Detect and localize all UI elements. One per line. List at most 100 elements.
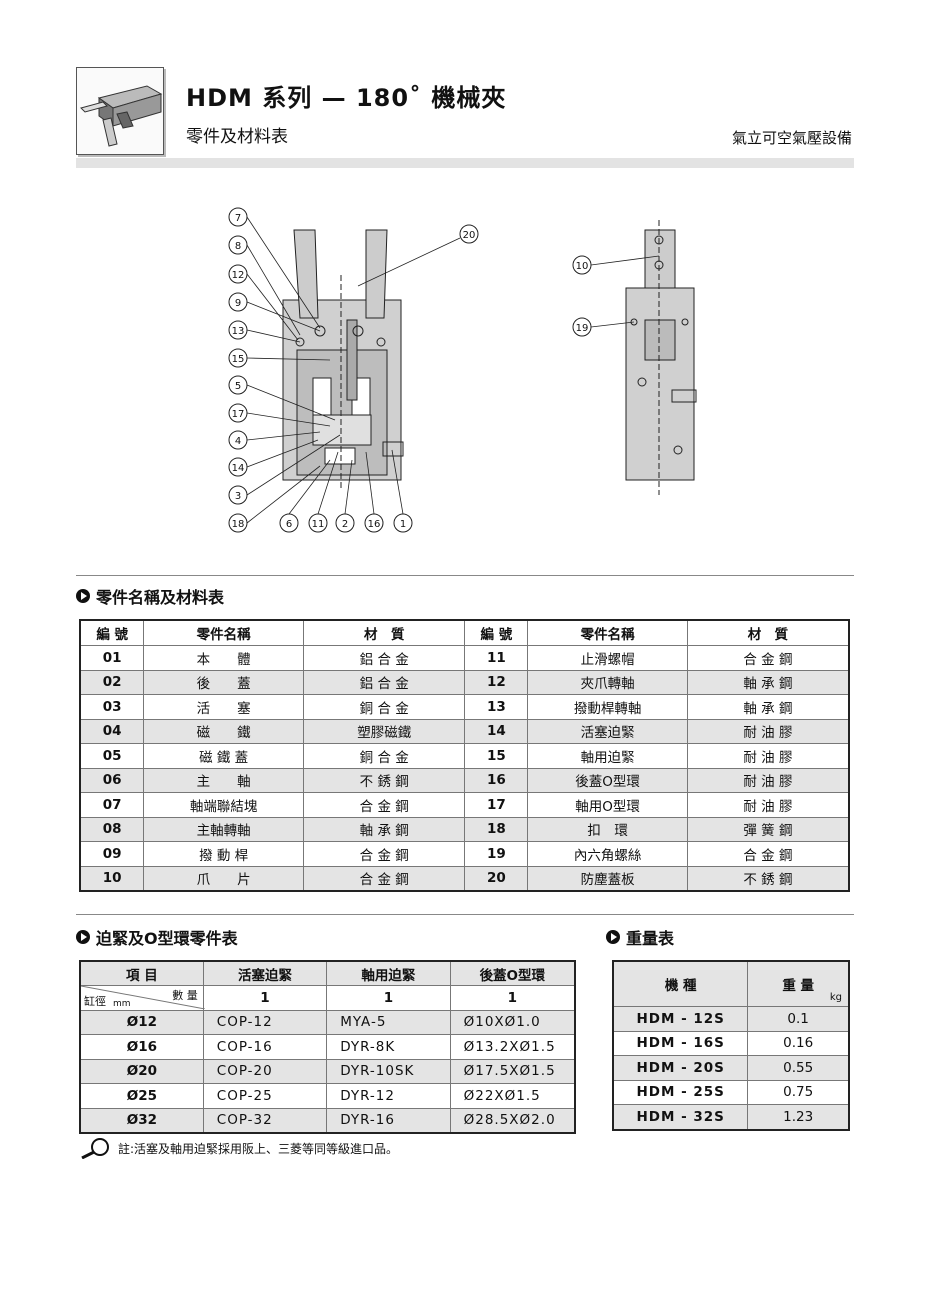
table-header-row: 項 目 活塞迫緊 軸用迫緊 後蓋O型環 xyxy=(79,960,576,986)
table-cell: 02 xyxy=(79,669,145,695)
header-cell: 材 質 xyxy=(686,619,850,646)
bore-quantity-cell: 缸徑 mm 數 量 xyxy=(79,985,205,1011)
table-cell: 爪 片 xyxy=(143,865,304,892)
bore-unit: mm xyxy=(113,998,131,1009)
table-cell: DYR-12 xyxy=(326,1083,451,1109)
table-cell: Ø28.5XØ2.0 xyxy=(449,1107,576,1134)
table-cell: Ø16 xyxy=(79,1034,204,1060)
table-cell: 12 xyxy=(464,669,529,695)
table-cell: 夾爪轉軸 xyxy=(527,669,688,695)
svg-text:12: 12 xyxy=(232,270,245,281)
page-title: HDM 系列 — 180˚ 機械夾 xyxy=(186,84,507,112)
table-cell: 0.1 xyxy=(747,1006,850,1032)
table-cell: 耐 油 膠 xyxy=(686,743,850,769)
table-cell: Ø10XØ1.0 xyxy=(449,1009,576,1035)
svg-text:18: 18 xyxy=(232,519,245,530)
header-cell: 重 量 kg xyxy=(747,960,850,1007)
svg-text:4: 4 xyxy=(235,436,241,447)
svg-text:13: 13 xyxy=(232,326,245,337)
table-cell: 14 xyxy=(464,718,529,744)
table-cell: 合 金 鋼 xyxy=(302,841,466,867)
table-cell: 耐 油 膠 xyxy=(686,792,850,818)
header-cell: 軸用迫緊 xyxy=(326,960,451,986)
table-cell: 05 xyxy=(79,743,145,769)
weight-section-title-text: 重量表 xyxy=(626,929,675,948)
svg-text:2: 2 xyxy=(342,519,348,530)
table-cell: 止滑螺帽 xyxy=(527,645,688,671)
table-cell: Ø17.5XØ1.5 xyxy=(449,1058,576,1084)
table-cell: 09 xyxy=(79,841,145,867)
table-cell: HDM - 32S xyxy=(612,1104,749,1130)
table-cell: 撥 動 桿 xyxy=(143,841,304,867)
table-header-row: 編 號 零件名稱 材 質 編 號 零件名稱 材 質 xyxy=(79,619,850,646)
header-cell: 編 號 xyxy=(79,619,145,646)
table-cell: 17 xyxy=(464,792,529,818)
front-view xyxy=(282,229,404,490)
table-cell: 不 銹 鋼 xyxy=(302,767,466,793)
table-cell: Ø25 xyxy=(79,1083,204,1109)
table-cell: HDM - 25S xyxy=(612,1079,749,1105)
table-cell: Ø22XØ1.5 xyxy=(449,1083,576,1109)
header-cell: 零件名稱 xyxy=(143,619,304,646)
side-view xyxy=(625,220,697,495)
play-bullet-icon xyxy=(76,930,90,944)
svg-text:9: 9 xyxy=(235,298,241,309)
table-cell: 主 軸 xyxy=(143,767,304,793)
table-cell: 鋁 合 金 xyxy=(302,645,466,671)
table-cell: 11 xyxy=(464,645,529,671)
technical-diagram: 7 8 12 9 13 15 5 17 4 14 3 18 6 11 2 16 … xyxy=(0,190,930,554)
table-cell: 13 xyxy=(464,694,529,720)
svg-text:6: 6 xyxy=(286,519,292,530)
svg-text:17: 17 xyxy=(232,409,245,420)
parts-section-title: 零件名稱及材料表 xyxy=(76,584,224,608)
table-cell: 主軸轉軸 xyxy=(143,816,304,842)
header-divider-bar xyxy=(76,158,854,168)
table-cell: 合 金 鋼 xyxy=(686,841,850,867)
header-cell: 材 質 xyxy=(302,619,466,646)
svg-text:5: 5 xyxy=(235,381,241,392)
table-cell: 活 塞 xyxy=(143,694,304,720)
svg-text:14: 14 xyxy=(232,463,245,474)
table-cell: Ø13.2XØ1.5 xyxy=(449,1034,576,1060)
quantity-label: 數 量 xyxy=(172,989,198,1002)
table-cell: 1.23 xyxy=(747,1104,850,1130)
header-cell: 後蓋O型環 xyxy=(449,960,576,986)
table-cell: 0.16 xyxy=(747,1030,850,1056)
svg-text:16: 16 xyxy=(368,519,381,530)
brand-name: 氣立可空氣壓設備 xyxy=(731,129,852,147)
table-cell: 10 xyxy=(79,865,145,892)
table-cell: 塑膠磁鐵 xyxy=(302,718,466,744)
table-cell: 16 xyxy=(464,767,529,793)
table-cell: 合 金 鋼 xyxy=(686,645,850,671)
table-cell: HDM - 12S xyxy=(612,1006,749,1032)
table-cell: 銅 合 金 xyxy=(302,743,466,769)
table-cell: 磁 鐵 蓋 xyxy=(143,743,304,769)
header-cell: 編 號 xyxy=(464,619,529,646)
magnifier-icon xyxy=(81,1138,109,1159)
svg-text:8: 8 xyxy=(235,241,241,252)
footnote-text: 註:活塞及軸用迫緊採用阪上、三菱等同等級進口品。 xyxy=(118,1141,399,1156)
svg-text:1: 1 xyxy=(400,519,406,530)
table-cell: 彈 簧 鋼 xyxy=(686,816,850,842)
table-cell: 04 xyxy=(79,718,145,744)
table-cell: 0.55 xyxy=(747,1055,850,1081)
header-cell: 零件名稱 xyxy=(527,619,688,646)
table-cell: 軸 承 鋼 xyxy=(686,669,850,695)
play-bullet-icon xyxy=(76,589,90,603)
table-cell: 07 xyxy=(79,792,145,818)
seal-section-title-text: 迫緊及O型環零件表 xyxy=(96,929,238,948)
table-cell: DYR-16 xyxy=(326,1107,451,1134)
